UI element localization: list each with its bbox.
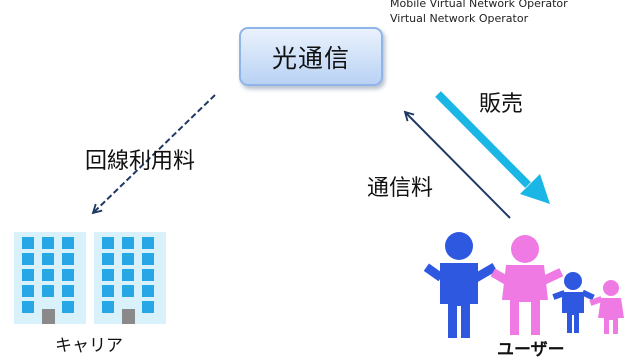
top-note: Mobile Virtual Network Operator Virtual …: [390, 0, 568, 26]
sales-arrow: [435, 91, 550, 204]
hikari-tsushin-label: 光通信: [271, 43, 350, 73]
line-fee-arrow: [93, 94, 216, 213]
communication-fee-label: 通信料: [367, 176, 434, 201]
hikari-tsushin-box: 光通信: [239, 27, 383, 86]
top-note-line-1: Mobile Virtual Network Operator: [390, 0, 568, 10]
carrier-label: キャリア: [55, 336, 123, 356]
family-icon: [423, 232, 624, 338]
mother-figure: [490, 235, 564, 335]
boy-figure: [552, 272, 595, 333]
communication-fee-arrow: [405, 112, 511, 219]
office-building-icon: [14, 232, 166, 324]
father-figure: [423, 232, 498, 338]
line-fee-label: 回線利用料: [85, 149, 196, 174]
user-label: ユーザー: [497, 340, 565, 360]
top-note-line-2: Virtual Network Operator: [390, 12, 529, 25]
girl-figure: [589, 280, 624, 334]
sales-label: 販売: [479, 92, 524, 117]
